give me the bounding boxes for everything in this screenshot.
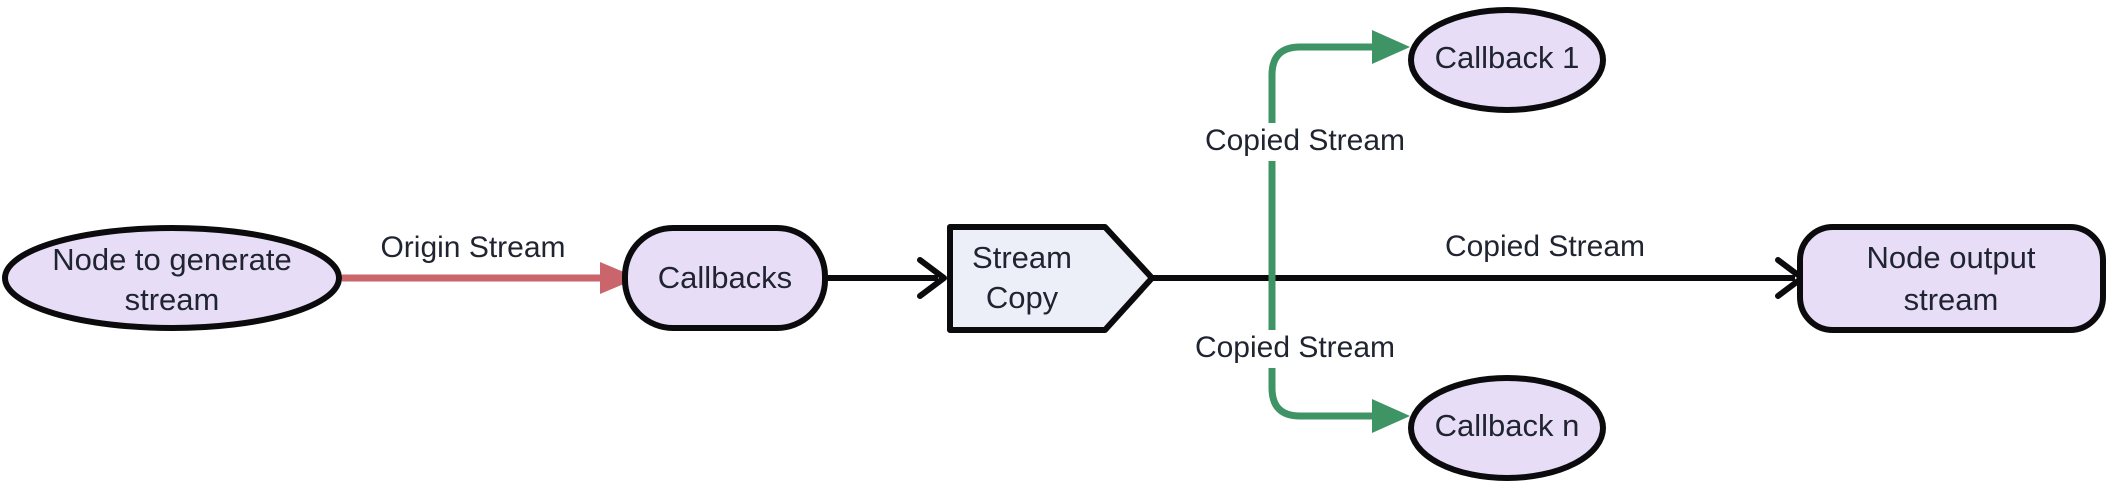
- node-to-generate-stream-label-line-2: stream: [125, 282, 220, 317]
- edge-label-copied-stream-bottom-text: Copied Stream: [1195, 331, 1395, 364]
- node-callbacks[interactable]: Callbacks: [622, 225, 828, 331]
- node-callback-1-label: Callback 1: [1435, 40, 1580, 75]
- edge-label-copied-stream-middle: Copied Stream: [1440, 229, 1650, 267]
- node-stream-copy-label-line-1: Stream: [972, 240, 1072, 275]
- node-output-stream-shape: [1797, 224, 2106, 333]
- node-callback-n-label: Callback n: [1435, 408, 1580, 443]
- edge-label-copied-stream-bottom-bg: [1195, 330, 1395, 368]
- edge-copied-stream-top-line: [1268, 43, 1375, 278]
- edge-copied-stream-bottom-arrowhead: [1372, 399, 1410, 433]
- edge-origin-stream[interactable]: [342, 262, 638, 294]
- edge-label-copied-stream-middle-text: Copied Stream: [1445, 230, 1645, 263]
- edge-label-origin-stream-bg: [376, 230, 570, 268]
- node-callback-1-shape: [1408, 7, 1606, 113]
- node-stream-copy-shape: [947, 224, 1155, 333]
- edge-copied-stream-bottom-line: [1268, 278, 1375, 420]
- node-callback-n-shape: [1408, 375, 1606, 481]
- edge-callbacks-to-streamcopy[interactable]: [828, 257, 947, 299]
- node-callbacks-label: Callbacks: [658, 260, 792, 295]
- edge-label-copied-stream-top-bg: [1205, 123, 1405, 161]
- node-callbacks-shape: [622, 225, 828, 331]
- node-stream-copy[interactable]: Stream Copy: [947, 224, 1155, 333]
- edge-label-copied-stream-middle-bg: [1440, 229, 1650, 267]
- edge-callbacks-to-streamcopy-arrowhead: [917, 257, 947, 299]
- node-output-stream-label-line-1: Node output: [1867, 240, 2036, 275]
- node-to-generate-stream-shape: [2, 225, 342, 331]
- edge-copied-stream-bottom[interactable]: [1268, 278, 1410, 433]
- node-to-generate-stream[interactable]: Node to generate stream: [2, 225, 342, 331]
- edge-label-copied-stream-top-text: Copied Stream: [1205, 124, 1405, 157]
- edge-label-origin-stream: Origin Stream: [376, 230, 570, 268]
- node-output-stream-label-line-2: stream: [1904, 282, 1999, 317]
- node-callback-n[interactable]: Callback n: [1408, 375, 1606, 481]
- node-callback-1[interactable]: Callback 1: [1408, 7, 1606, 113]
- node-stream-copy-label-line-2: Copy: [986, 280, 1059, 315]
- edge-label-copied-stream-bottom: Copied Stream: [1195, 330, 1395, 368]
- edge-label-origin-stream-text: Origin Stream: [380, 231, 565, 264]
- edge-copied-stream-top-arrowhead: [1372, 30, 1410, 64]
- node-output-stream[interactable]: Node output stream: [1797, 224, 2106, 333]
- edge-origin-stream-arrowhead: [600, 262, 638, 294]
- node-to-generate-stream-label-line-1: Node to generate: [52, 242, 292, 277]
- edge-label-copied-stream-top: Copied Stream: [1205, 123, 1405, 161]
- edge-copied-stream-top[interactable]: [1268, 30, 1410, 278]
